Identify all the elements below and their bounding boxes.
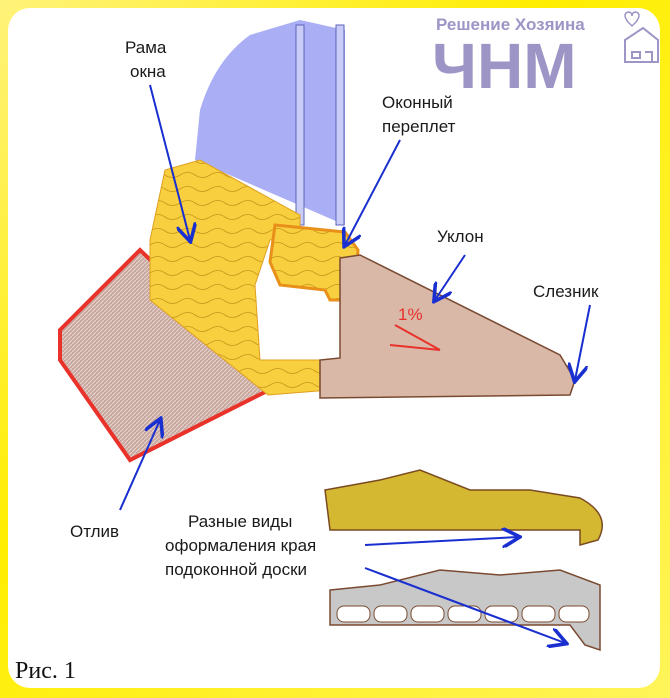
label-edge-types-line3: подоконной доски xyxy=(165,560,307,579)
logo-letters: ЧНМ xyxy=(432,30,577,102)
glass-pane-1 xyxy=(295,24,305,226)
sill-profile-wood xyxy=(324,469,603,546)
slope-mark xyxy=(389,324,441,351)
pointer-arrows xyxy=(119,84,591,643)
label-sash-line2: переплет xyxy=(382,117,456,136)
label-frame-line2: окна xyxy=(130,62,166,81)
pvc-chambers xyxy=(336,605,590,623)
label-drip-edge: Слезник xyxy=(533,282,599,301)
label-slope: Уклон xyxy=(437,227,484,246)
label-sash-line1: Оконный xyxy=(382,93,453,112)
window-sill xyxy=(319,254,576,399)
logo: Решение Хозяина ЧНМ xyxy=(432,11,659,102)
label-ebb: Отлив xyxy=(70,522,119,541)
label-frame-line1: Рама xyxy=(125,38,167,57)
heart-icon xyxy=(624,11,640,28)
window-frame-wood xyxy=(149,159,331,396)
glass-pane-2 xyxy=(335,24,345,226)
label-edge-types-line2: оформаления края xyxy=(165,536,316,555)
house-icon xyxy=(624,26,659,63)
logo-tagline: Решение Хозяина xyxy=(436,15,585,34)
label-slope-value: 1% xyxy=(398,305,423,324)
figure-caption: Рис. 1 xyxy=(15,658,76,684)
window-glass xyxy=(195,20,345,225)
label-edge-types-line1: Разные виды xyxy=(188,512,292,531)
